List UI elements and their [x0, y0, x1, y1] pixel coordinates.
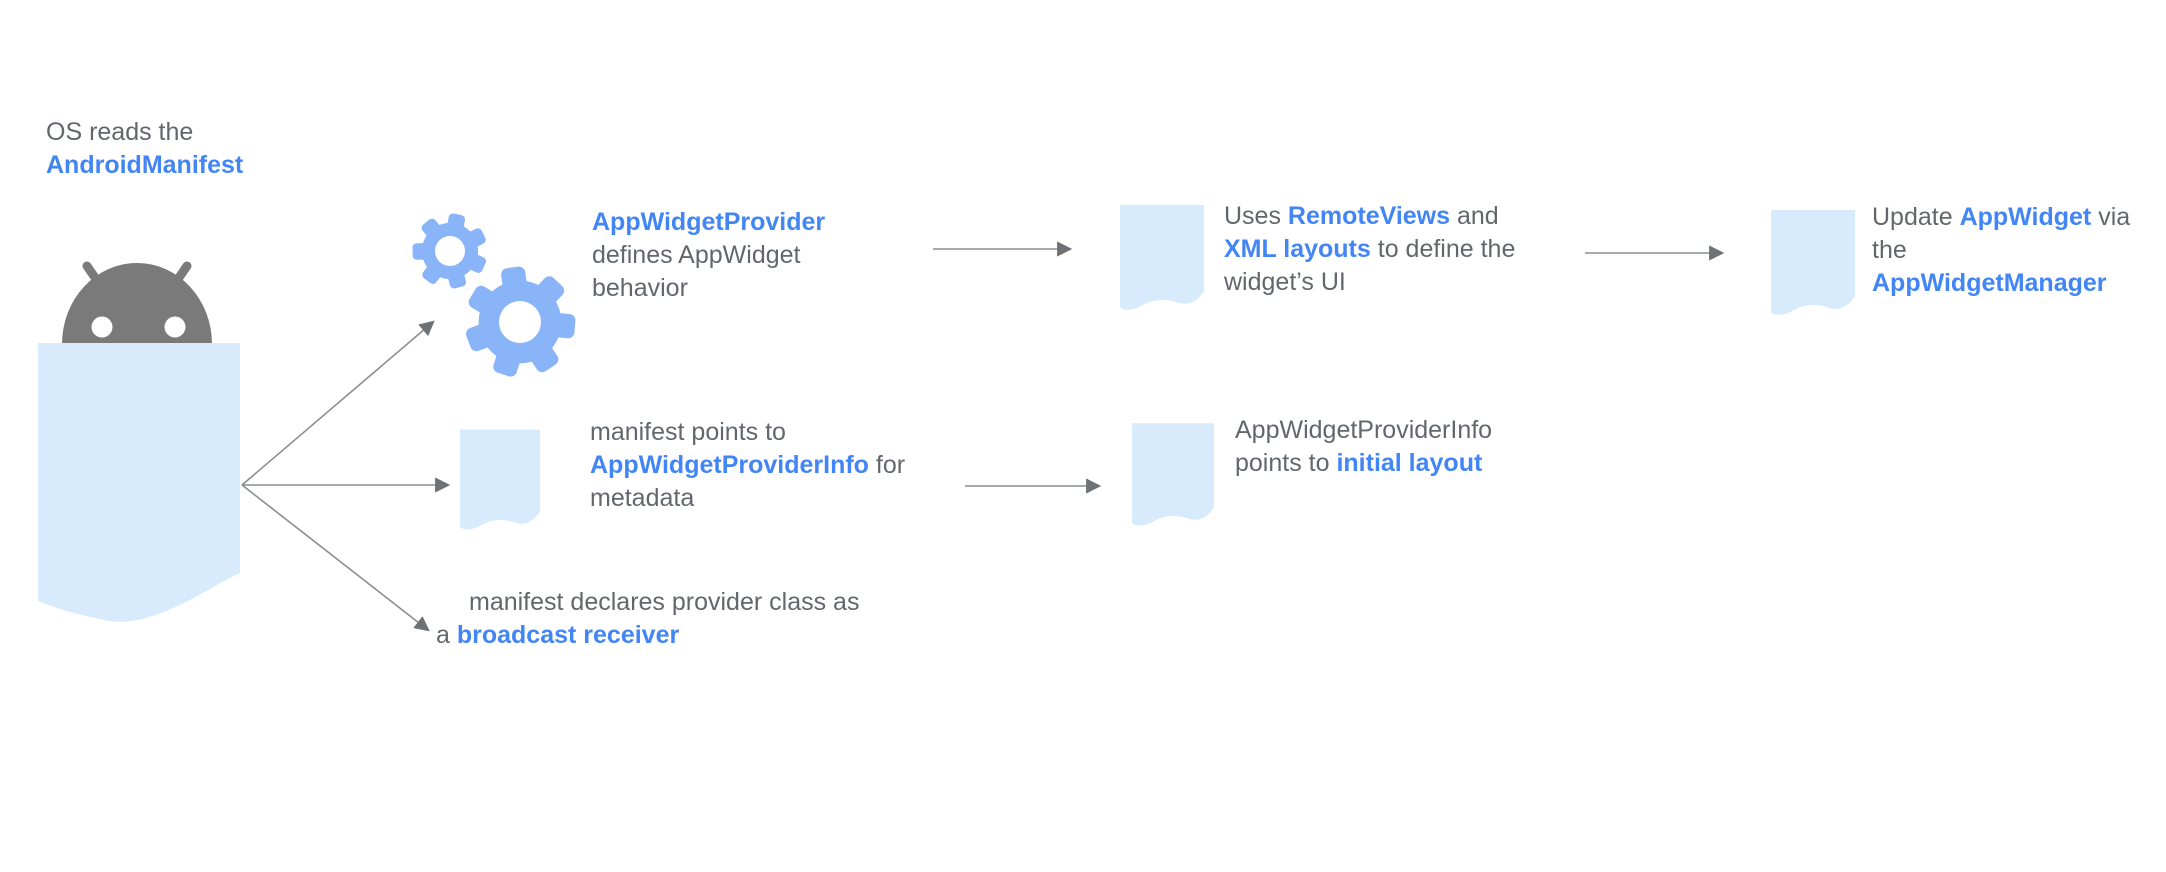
appwidgetmanager-link[interactable]: AppWidgetManager [1872, 269, 2107, 297]
update-caption-l2: the [1872, 236, 1907, 264]
manifest-document-icon [38, 343, 240, 622]
update-caption-l1a: Update [1872, 203, 1960, 231]
android-eye-right [164, 316, 186, 338]
providerinfo-document-icon [460, 429, 540, 530]
os-reads-text: OS reads the [46, 118, 194, 146]
initiallayout-caption-l1: AppWidgetProviderInfo [1235, 416, 1493, 444]
update-caption-l1c: via [2091, 203, 2131, 231]
update-document-icon [1771, 210, 1855, 315]
provider-caption: AppWidgetProvider defines AppWidget beha… [592, 206, 825, 305]
providerinfo-caption: manifest points to AppWidgetProviderInfo… [590, 416, 905, 515]
provider-caption-line3: behavior [592, 274, 688, 302]
providerinfo-caption-l1: manifest points to [590, 418, 786, 446]
initiallayout-caption-l2a: points to [1235, 449, 1337, 477]
androidmanifest-link[interactable]: AndroidManifest [46, 151, 244, 179]
initial-layout-link[interactable]: initial layout [1336, 449, 1483, 477]
broadcast-caption: manifest declares provider class as a br… [436, 586, 859, 652]
appwidgetproviderinfo-link[interactable]: AppWidgetProviderInfo [590, 451, 869, 479]
provider-caption-line2: defines AppWidget [592, 241, 801, 269]
broadcast-caption-l2a: a [436, 621, 457, 649]
broadcast-caption-l1: manifest declares provider class as [469, 588, 860, 616]
update-caption: Update AppWidget via the AppWidgetManage… [1872, 201, 2130, 300]
remoteviews-caption-l3: widget’s UI [1224, 268, 1346, 296]
os-reads-caption: OS reads the AndroidManifest [46, 116, 243, 182]
android-head [62, 263, 212, 344]
remoteviews-caption: Uses RemoteViews and XML layouts to defi… [1224, 200, 1515, 299]
android-eye-left [91, 316, 113, 338]
gears-icon [404, 206, 584, 385]
arrow-manifest-to-broadcast [241, 484, 430, 632]
appwidgetprovider-link[interactable]: AppWidgetProvider [592, 208, 826, 236]
remoteviews-caption-l1a: Uses [1224, 202, 1288, 230]
remoteviews-caption-l2b: to define the [1370, 235, 1516, 263]
initiallayout-document-icon [1132, 423, 1214, 526]
remoteviews-link[interactable]: RemoteViews [1287, 202, 1451, 230]
appwidget-link[interactable]: AppWidget [1959, 203, 2092, 231]
remoteviews-caption-l1c: and [1450, 202, 1499, 230]
providerinfo-caption-l3: metadata [590, 484, 695, 512]
android-robot-manifest-icon [38, 261, 240, 622]
initiallayout-caption: AppWidgetProviderInfo points to initial … [1235, 414, 1492, 480]
xml-layouts-link[interactable]: XML layouts [1224, 235, 1371, 263]
remoteviews-document-icon [1120, 205, 1204, 310]
broadcast-receiver-link[interactable]: broadcast receiver [456, 621, 680, 649]
providerinfo-caption-l2b: for [868, 451, 906, 479]
